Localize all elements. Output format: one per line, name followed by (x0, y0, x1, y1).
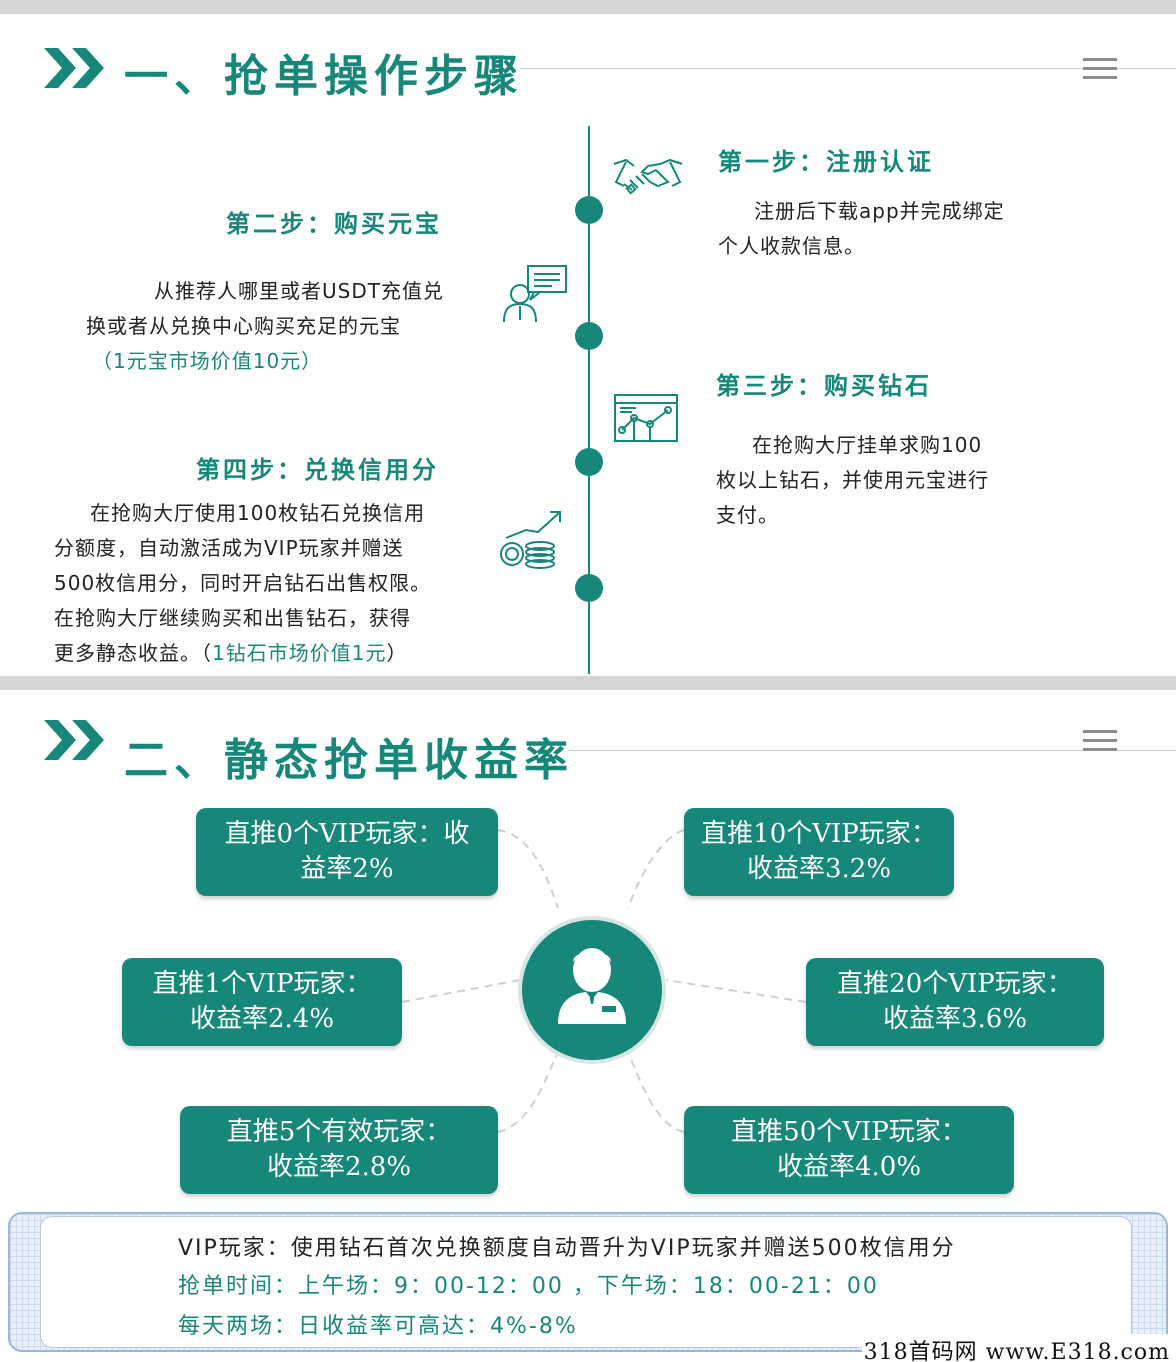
rate-box-50: 直推50个VIP玩家： 收益率4.0% (684, 1106, 1014, 1194)
top-divider-bar (0, 0, 1176, 14)
center-avatar-circle (518, 916, 666, 1064)
step1-line: 个人收款信息。 (718, 234, 865, 258)
rate-line2: 收益率3.2% (746, 854, 892, 884)
note-vip-line: VIP玩家：使用钻石首次兑换额度自动晋升为VIP玩家并赠送500枚信用分 (178, 1236, 956, 1261)
double-chevron-icon (44, 720, 104, 760)
step3-title: 第三步：购买钻石 (716, 372, 932, 400)
timeline-dot (575, 448, 603, 476)
step2-title: 第二步：购买元宝 (226, 210, 442, 238)
rate-line1: 直推10个VIP玩家： (701, 819, 937, 849)
handshake-icon (613, 158, 683, 195)
step3-line: 在抢购大厅挂单求购100 (752, 433, 983, 457)
section1-title-line (520, 68, 1176, 69)
rate-line2: 益率2% (300, 854, 394, 884)
consultant-chat-icon (503, 265, 567, 323)
rate-line2: 收益率2.4% (189, 1004, 335, 1034)
section2-title-line (568, 750, 1176, 751)
step4-line: 在抢购大厅继续购买和出售钻石，获得 (54, 606, 411, 630)
menu-icon[interactable] (1083, 58, 1117, 80)
double-chevron-icon (44, 48, 104, 88)
line-chart-board-icon (614, 394, 678, 442)
timeline-dot (575, 196, 603, 224)
section-divider-bar (0, 676, 1176, 690)
coins-growth-icon (500, 511, 561, 569)
timeline-line (588, 126, 590, 674)
step2-line: 换或者从兑换中心购买充足的元宝 (86, 314, 401, 338)
step2-line: 从推荐人哪里或者USDT充值兑 (154, 279, 444, 303)
note-panel (40, 1216, 1132, 1348)
step4-text: 在抢购大厅使用100枚钻石兑换信用 分额度，自动激活成为VIP玩家并赠送 500… (54, 496, 494, 671)
step4-line: 分额度，自动激活成为VIP玩家并赠送 (54, 536, 404, 560)
step4-line: 500枚信用分，同时开启钻石出售权限。 (54, 571, 432, 595)
rate-line1: 直推50个VIP玩家： (731, 1117, 967, 1147)
rate-line2: 收益率2.8% (266, 1152, 412, 1182)
rate-line1: 直推20个VIP玩家： (837, 969, 1073, 999)
rate-line2: 收益率4.0% (776, 1152, 922, 1182)
rate-box-0: 直推0个VIP玩家：收 益率2% (196, 808, 498, 896)
timeline-dot (575, 574, 603, 602)
rate-box-10: 直推10个VIP玩家： 收益率3.2% (684, 808, 954, 896)
rate-box-20: 直推20个VIP玩家： 收益率3.6% (806, 958, 1104, 1046)
step4-title: 第四步：兑换信用分 (196, 456, 439, 484)
step1-line: 注册后下载app并完成绑定 (754, 199, 1005, 223)
step1-title: 第一步：注册认证 (718, 148, 934, 176)
section1-title: 一、抢单操作步骤 (124, 51, 524, 102)
step3-line: 支付。 (716, 503, 779, 527)
timeline-dot (575, 322, 603, 350)
step4-line-last: 更多静态收益。（1钻石市场价值1元） (54, 636, 494, 671)
step2-note: （1元宝市场价值10元） (92, 349, 323, 373)
section2-title: 二、静态抢单收益率 (124, 735, 574, 786)
user-avatar-icon (558, 948, 626, 1024)
rate-box-1: 直推1个VIP玩家： 收益率2.4% (122, 958, 402, 1046)
step2-text: 从推荐人哪里或者USDT充值兑 换或者从兑换中心购买充足的元宝 （1元宝市场价值… (86, 274, 486, 379)
step3-line: 枚以上钻石，并使用元宝进行 (716, 468, 989, 492)
note-rate-line: 每天两场：日收益率可高达：4%-8% (178, 1314, 578, 1339)
rate-box-5: 直推5个有效玩家： 收益率2.8% (180, 1106, 498, 1194)
step3-text: 在抢购大厅挂单求购100 枚以上钻石，并使用元宝进行 支付。 (716, 428, 1046, 533)
step4-last-prefix: 更多静态收益。（ (54, 641, 212, 665)
mindmap-connectors (401, 829, 807, 1133)
rate-line1: 直推0个VIP玩家：收 (224, 819, 470, 849)
step4-last-suffix: ） (386, 641, 408, 665)
step4-last-highlight: 1钻石市场价值1元 (212, 641, 387, 665)
watermark-text: 318首码网 www.E318.com (861, 1334, 1172, 1362)
step1-text: 注册后下载app并完成绑定 个人收款信息。 (718, 194, 1048, 264)
rate-line1: 直推5个有效玩家： (226, 1117, 452, 1147)
menu-icon[interactable] (1083, 730, 1117, 752)
note-time-line: 抢单时间：上午场：9：00-12：00 ，下午场：18：00-21：00 (178, 1274, 879, 1299)
rate-line2: 收益率3.6% (882, 1004, 1028, 1034)
step4-line: 在抢购大厅使用100枚钻石兑换信用 (90, 501, 426, 525)
rate-line1: 直推1个VIP玩家： (152, 969, 372, 999)
